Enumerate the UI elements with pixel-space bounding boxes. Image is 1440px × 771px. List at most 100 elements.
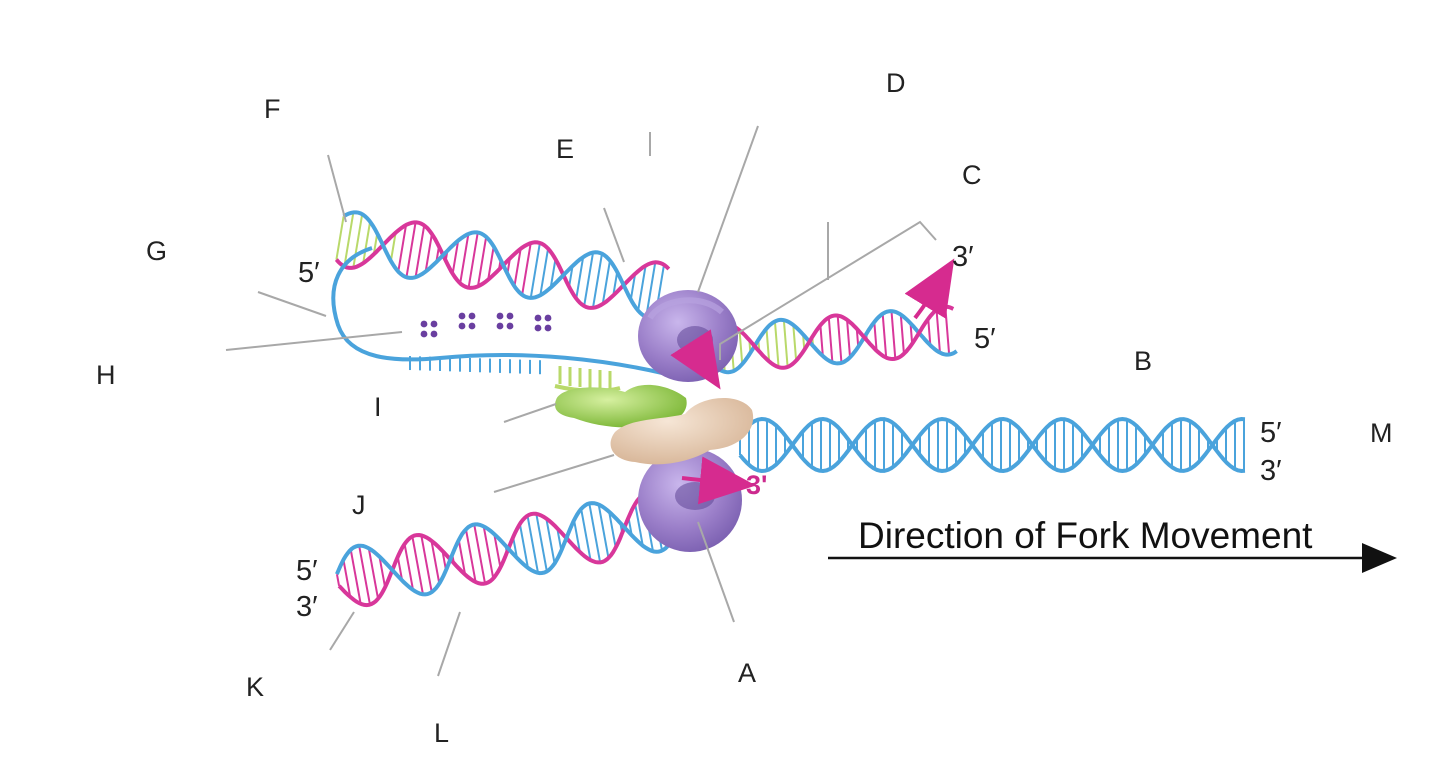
base-pair-rung xyxy=(819,325,824,357)
base-pair-rung xyxy=(583,252,595,307)
base-pair-rung xyxy=(568,265,574,287)
single-strand-bases xyxy=(409,356,541,375)
base-pair-rung xyxy=(430,540,441,584)
base-pair-rung xyxy=(588,503,602,563)
base-pair-rung xyxy=(899,314,905,354)
base-pair-rung xyxy=(573,519,581,553)
end-upper-right-3prime: 3′ xyxy=(952,241,974,273)
base-pair-rung xyxy=(342,559,352,598)
base-pair-rung xyxy=(836,315,843,363)
base-pair-rung xyxy=(935,309,941,353)
parental-dna-duplex xyxy=(738,416,1246,474)
base-pair-rung xyxy=(608,511,617,548)
base-pair-rung xyxy=(944,306,951,355)
base-pair-rung xyxy=(521,242,532,295)
label-G: G xyxy=(146,236,167,266)
leading-strand-duplex xyxy=(335,490,671,608)
base-pair-rung xyxy=(411,536,424,595)
base-pair-rung xyxy=(473,524,487,584)
leading-synthesis-arrow xyxy=(681,456,756,505)
base-pair-rung xyxy=(637,265,647,311)
base-pair-rung xyxy=(358,545,371,605)
rna-primer-segment xyxy=(554,366,621,393)
base-pair-rung xyxy=(476,236,488,287)
base-pair-rung xyxy=(792,324,798,361)
base-pair-rung xyxy=(464,529,477,583)
leader-lines xyxy=(225,125,937,677)
lagging-template-loop xyxy=(331,246,691,382)
base-pair-rung xyxy=(451,240,460,274)
base-pair-rung xyxy=(513,248,522,287)
base-pair-rung xyxy=(738,330,744,365)
base-pair-rung xyxy=(403,543,415,591)
label-L: L xyxy=(434,718,449,748)
label-J: J xyxy=(352,490,366,520)
base-pair-rung xyxy=(459,233,470,284)
base-pair-rung xyxy=(397,224,408,272)
strand-backbone xyxy=(342,210,663,320)
ssb-icon xyxy=(420,320,438,338)
base-pair-rung xyxy=(881,313,888,358)
okazaki-fragment-duplex xyxy=(702,304,958,375)
strand-backbone xyxy=(738,416,1246,474)
base-pair-rung xyxy=(335,573,341,587)
strand-backbone xyxy=(702,304,955,370)
base-pair-rung xyxy=(367,548,380,599)
base-pair-rung xyxy=(765,328,771,362)
okazaki-3prime-arrow xyxy=(904,258,955,320)
strand-backbone xyxy=(335,501,671,597)
base-pair-rung xyxy=(890,311,897,359)
label-K: K xyxy=(246,672,264,702)
base-pair-rung xyxy=(645,262,657,318)
base-pair-rung xyxy=(467,232,479,288)
base-pair-rung xyxy=(389,232,397,262)
ssb-icon xyxy=(496,312,514,330)
base-pair-rung xyxy=(457,539,467,575)
strand-backbone xyxy=(738,416,1246,474)
helicase-upper xyxy=(638,290,738,382)
end-upper-right-5prime: 5′ xyxy=(974,323,996,355)
base-pair-rung xyxy=(591,253,603,308)
strand-backbone xyxy=(704,309,958,375)
base-pair-rung xyxy=(909,323,914,344)
base-pair-rung xyxy=(846,319,852,358)
base-pair-rung xyxy=(827,317,834,363)
clamp-loader-blob xyxy=(554,384,687,428)
label-B: B xyxy=(1134,346,1152,376)
base-pair-rung xyxy=(773,321,780,368)
end-parent-5prime: 5′ xyxy=(1260,417,1282,449)
label-F: F xyxy=(264,94,281,124)
base-pair-rung xyxy=(539,248,550,296)
base-pair-rung xyxy=(873,321,878,351)
base-pair-rung xyxy=(335,216,345,260)
base-pair-rung xyxy=(529,242,541,299)
label-E: E xyxy=(556,134,574,164)
end-parent-3prime: 3′ xyxy=(1260,455,1282,487)
base-pair-rung xyxy=(405,222,417,278)
base-pair-rung xyxy=(378,556,387,588)
base-pair-rung xyxy=(927,318,932,346)
base-pair-rung xyxy=(372,233,379,255)
label-C: C xyxy=(962,160,982,190)
base-pair-rung xyxy=(518,523,529,569)
direction-label: Direction of Fork Movement xyxy=(858,515,1313,556)
end-top-left-5prime: 5′ xyxy=(298,257,320,289)
base-pair-rung xyxy=(545,518,556,564)
base-pair-rung xyxy=(535,513,548,572)
base-pair-rung xyxy=(556,528,563,551)
label-H: H xyxy=(96,360,116,390)
base-pair-rung xyxy=(629,273,637,300)
base-pair-rung xyxy=(424,233,433,272)
base-pair-rung xyxy=(580,508,592,561)
base-pair-rung xyxy=(612,271,619,296)
label-M: M xyxy=(1370,418,1393,448)
end-lower-left-3prime: 3′ xyxy=(296,591,318,623)
ssb-icon xyxy=(534,314,552,332)
base-pair-rung xyxy=(482,526,495,579)
base-pair-rung xyxy=(601,260,611,305)
strand-backbone xyxy=(337,490,662,608)
base-pair-rung xyxy=(396,556,404,581)
ssb-proteins xyxy=(420,312,552,338)
label-I: I xyxy=(374,392,382,422)
